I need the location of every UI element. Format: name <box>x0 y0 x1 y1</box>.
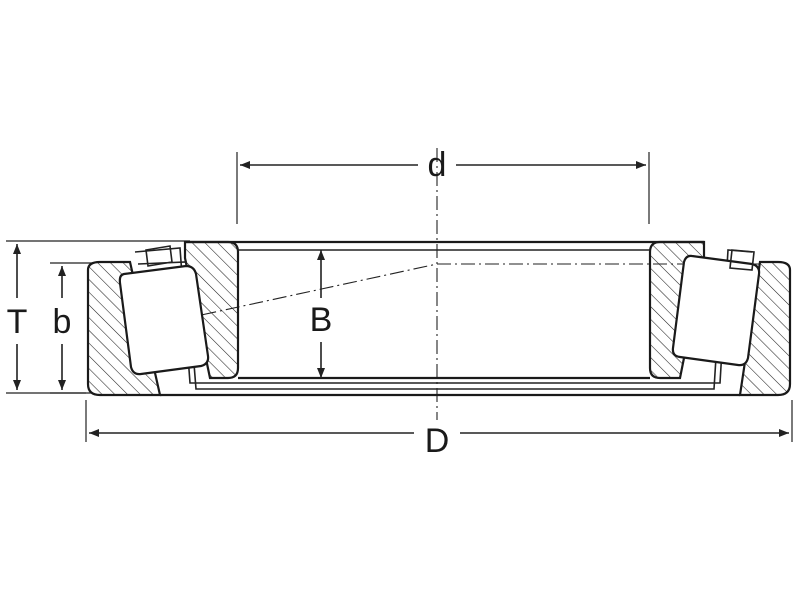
dimension-d: d <box>240 146 646 184</box>
label-T: T <box>7 303 28 341</box>
dimension-T: T <box>7 244 28 390</box>
dimension-b: b <box>53 266 72 390</box>
label-D: D <box>425 422 450 460</box>
label-d: d <box>428 146 447 184</box>
dimension-D: D <box>89 422 789 460</box>
bore-lines <box>160 240 740 397</box>
right-roller <box>671 249 761 367</box>
extension-lines <box>6 152 793 442</box>
label-b: b <box>53 303 72 341</box>
dimension-B: B <box>310 250 333 378</box>
label-B: B <box>310 301 333 339</box>
left-roller <box>118 245 210 376</box>
